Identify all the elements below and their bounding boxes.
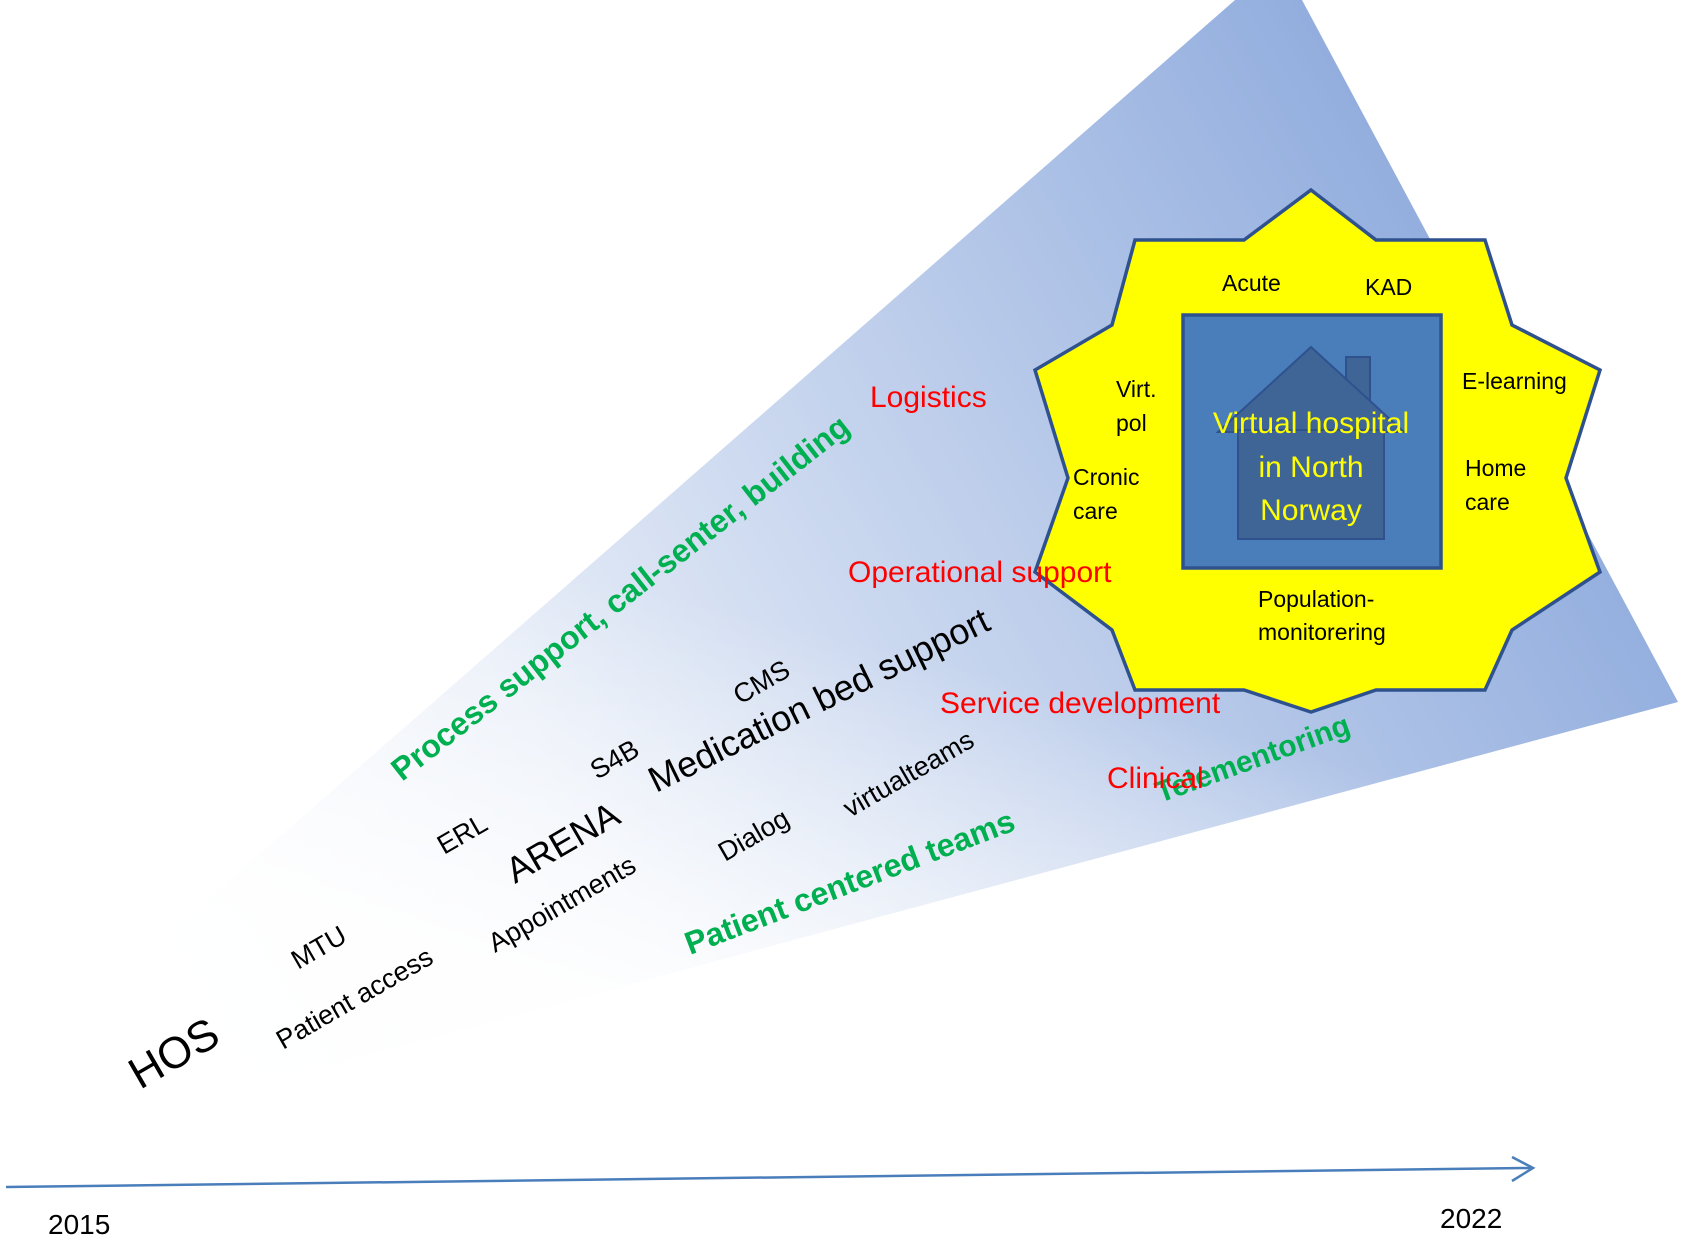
label-clinical: Clinical — [1107, 762, 1204, 795]
star-label-virt-line2: pol — [1116, 410, 1147, 436]
timeline-axis — [5, 1155, 1536, 1189]
year-start: 2015 — [48, 1209, 111, 1240]
virtual-hospital-star: Virtual hospital in North Norway Acute K… — [1032, 187, 1603, 714]
star-label-elearning: E-learning — [1462, 368, 1567, 394]
center-title-line1: Virtual hospital — [1213, 407, 1409, 440]
star-label-population-line2: monitorering — [1258, 619, 1386, 645]
label-operational-support: Operational support — [848, 556, 1112, 589]
axis-line — [5, 1166, 1531, 1189]
label-service-development: Service development — [940, 687, 1221, 720]
year-end: 2022 — [1440, 1203, 1503, 1234]
center-title-line3: Norway — [1260, 494, 1362, 527]
star-label-population-line1: Population- — [1258, 586, 1374, 612]
star-label-virt-line1: Virt. — [1116, 376, 1156, 402]
label-logistics: Logistics — [870, 381, 987, 414]
star-label-acute: Acute — [1222, 270, 1281, 296]
star-label-kad: KAD — [1365, 274, 1412, 300]
axis-arrowhead-icon — [1511, 1155, 1536, 1183]
center-title-line2: in North — [1258, 451, 1363, 484]
star-label-cronic-line1: Cronic — [1073, 464, 1139, 490]
star-label-home-line1: Home — [1465, 455, 1526, 481]
house-icon — [1215, 345, 1407, 540]
star-label-home-line2: care — [1465, 489, 1510, 515]
star-label-cronic-line2: care — [1073, 498, 1118, 524]
red-label-group: Logistics Operational support Service de… — [848, 381, 1221, 795]
